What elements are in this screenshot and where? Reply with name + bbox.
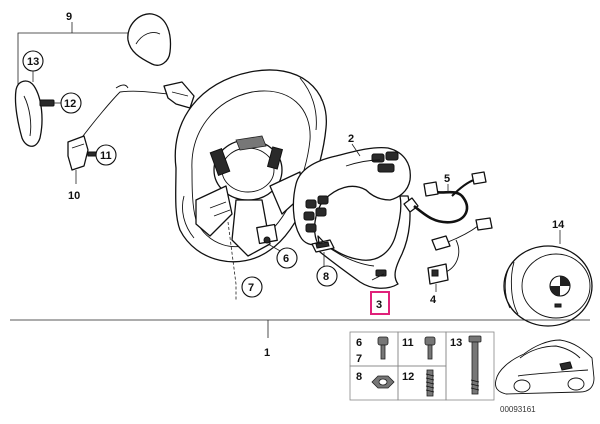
paddle-screw-12: [39, 99, 62, 107]
callout-8-circle: [316, 265, 338, 287]
callout-13: 13: [27, 56, 39, 68]
callout-2: 2: [348, 133, 354, 145]
screw-12-icon: [425, 369, 435, 397]
left-shift-paddle: [14, 80, 43, 147]
callout-10: 10: [68, 190, 80, 202]
callout-11-circle: [95, 144, 117, 166]
bolt-11-icon: [424, 336, 436, 346]
paddle-wiring-harness: [79, 81, 195, 141]
steering-wheel: [174, 69, 327, 263]
legend-6: 6: [356, 337, 362, 349]
callout-6: 6: [283, 253, 289, 265]
callout-3: 3: [376, 299, 382, 311]
legend-7: 7: [356, 353, 362, 365]
multifunction-switch-trim-2: [292, 146, 411, 246]
legend-12: 12: [402, 371, 414, 383]
bolt-6-icon: [377, 336, 389, 346]
callout-5: 5: [444, 173, 450, 185]
callout-9: 9: [66, 11, 72, 23]
callout-6-circle: [276, 247, 298, 269]
callout-11: 11: [100, 150, 112, 162]
fastener-legend: 6 7 8 11 12 13: [349, 331, 495, 401]
callout-8: 8: [323, 271, 329, 283]
callout-7-circle: [241, 276, 263, 298]
pin-13-icon: [468, 335, 482, 395]
callout-7: 7: [248, 282, 254, 294]
switch-wiring-harness-5: [403, 171, 487, 224]
highlight-box-3: [370, 291, 390, 315]
legend-8: 8: [356, 371, 362, 383]
paddle-clip-10: [67, 135, 89, 184]
callout-1: 1: [264, 347, 270, 359]
callout-12: 12: [64, 98, 76, 110]
callout-4: 4: [430, 294, 437, 306]
car-silhouette: [495, 339, 595, 395]
right-shift-paddle: [127, 13, 172, 66]
shift-paddle-group-9: 9: [14, 11, 172, 147]
airbag-module-14: [503, 230, 593, 327]
switch-wiring-harness-4: [427, 217, 493, 285]
diagram-code: 00093161: [500, 405, 536, 414]
trim-clip-8: [311, 239, 335, 266]
bolt-shank-icon: [380, 344, 386, 360]
legend-13: 13: [450, 337, 462, 349]
callout-14: 14: [552, 219, 565, 231]
callout-12-circle: [60, 92, 82, 114]
legend-11: 11: [402, 337, 414, 349]
